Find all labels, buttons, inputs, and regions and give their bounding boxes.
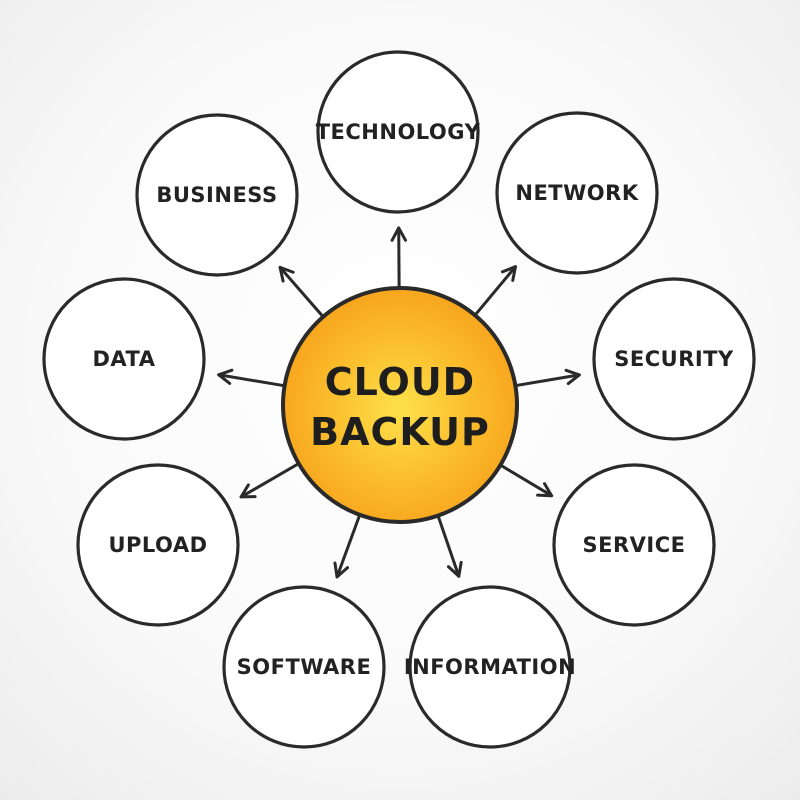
node-software: SOFTWARE xyxy=(222,585,386,749)
arrow-data-line xyxy=(217,373,285,387)
arrow-security-head xyxy=(564,368,581,386)
arrow-service-line xyxy=(500,464,554,498)
node-upload-circle xyxy=(76,463,240,627)
arrow-technology-head xyxy=(390,226,408,242)
node-technology-circle xyxy=(316,50,480,214)
arrow-information-line xyxy=(437,516,461,578)
center-circle xyxy=(281,286,519,524)
node-technology-label: TECHNOLOGY xyxy=(316,120,481,144)
arrow-software-head xyxy=(333,561,350,579)
arrow-information-head xyxy=(446,560,463,578)
center-label-line1: CLOUD xyxy=(325,360,475,404)
node-information: INFORMATION xyxy=(404,585,576,749)
node-security-label: SECURITY xyxy=(614,347,734,371)
node-business: BUSINESS xyxy=(135,113,299,277)
node-software-circle xyxy=(222,585,386,749)
node-network-label: NETWORK xyxy=(515,181,638,205)
nodes-group: TECHNOLOGY NETWORK SECURITY SERVICE INFO… xyxy=(42,50,756,749)
node-network: NETWORK xyxy=(495,111,659,275)
node-service-circle xyxy=(552,463,716,627)
node-information-label: INFORMATION xyxy=(404,655,576,679)
node-network-circle xyxy=(495,111,659,275)
node-security: SECURITY xyxy=(592,277,756,441)
node-software-label: SOFTWARE xyxy=(237,655,372,679)
node-business-circle xyxy=(135,113,299,277)
arrow-data-head xyxy=(217,368,234,385)
arrow-service-head xyxy=(536,482,554,498)
node-information-circle xyxy=(408,585,572,749)
node-business-label: BUSINESS xyxy=(156,183,277,207)
node-data-circle xyxy=(42,277,206,441)
arrows-group xyxy=(217,226,581,579)
center-label-line2: BACKUP xyxy=(310,410,490,454)
arrow-network-head xyxy=(500,265,517,282)
node-service-label: SERVICE xyxy=(583,533,686,557)
node-data-label: DATA xyxy=(92,347,155,371)
node-security-circle xyxy=(592,277,756,441)
node-upload: UPLOAD xyxy=(76,463,240,627)
center-node: CLOUD BACKUP xyxy=(281,286,519,524)
node-data: DATA xyxy=(42,277,206,441)
arrow-upload-line xyxy=(239,463,299,499)
arrow-upload-head xyxy=(239,483,257,499)
arrow-software-line xyxy=(335,515,361,579)
node-upload-label: UPLOAD xyxy=(108,533,207,557)
arrow-business-head xyxy=(278,265,295,283)
arrow-business-line xyxy=(278,265,324,317)
arrow-security-line xyxy=(515,373,581,387)
node-technology: TECHNOLOGY xyxy=(316,50,481,214)
arrow-network-line xyxy=(474,265,517,316)
node-service: SERVICE xyxy=(552,463,716,627)
